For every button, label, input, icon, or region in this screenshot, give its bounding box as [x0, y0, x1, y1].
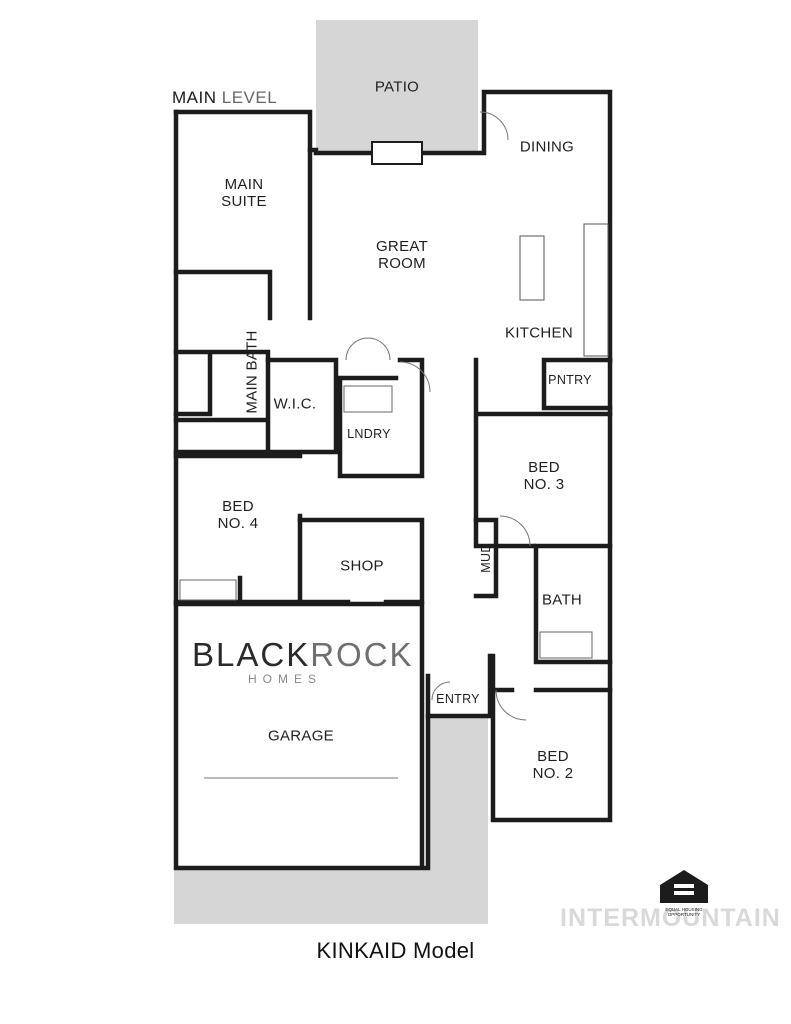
room-label-bed3: BED NO. 3	[523, 458, 565, 493]
door-swing-great	[345, 337, 391, 361]
door-swing-kitchen	[479, 111, 509, 141]
room-label-wic: W.I.C.	[273, 395, 317, 413]
laundry-appliance	[343, 385, 393, 413]
wall-pantry	[541, 357, 613, 411]
room-label-garage: GARAGE	[268, 727, 334, 745]
room-label-entry: ENTRY	[436, 691, 480, 706]
room-label-pantry: PNTRY	[548, 372, 592, 387]
wall-main-suite	[173, 147, 313, 321]
room-label-main-bath: MAIN BATH	[243, 330, 261, 414]
kitchen-island	[519, 235, 545, 301]
door-swing-bed2	[495, 689, 527, 721]
room-label-shop: SHOP	[340, 557, 384, 575]
level-label: MAIN LEVEL	[172, 88, 277, 108]
room-label-main-suite: MAIN SUITE	[221, 175, 267, 210]
driveway-slab	[174, 868, 444, 924]
equal-housing-icon	[660, 870, 708, 903]
watermark: INTERMOUNTAIN	[560, 904, 781, 932]
room-label-mud: MUD	[478, 543, 493, 573]
walkway-slab	[426, 716, 488, 924]
brand-name-dark: BLACK	[192, 636, 311, 673]
wall-entry	[425, 653, 493, 719]
room-label-dining: DINING	[519, 138, 575, 156]
wall-bath	[533, 543, 613, 665]
room-label-kitchen: KITCHEN	[505, 324, 573, 342]
wall-wic	[265, 357, 339, 455]
room-label-bed4: BED NO. 4	[217, 497, 259, 532]
bed4-tub	[179, 579, 237, 601]
wall-bed3	[473, 357, 613, 549]
room-label-bed2: BED NO. 2	[532, 747, 574, 782]
exterior-wall-left	[173, 109, 431, 871]
exterior-wall	[173, 89, 613, 363]
bath-tub	[539, 631, 593, 659]
patio-slab	[316, 20, 478, 153]
brand-logo: BLACKROCK	[192, 636, 412, 673]
wall-laundry	[337, 357, 425, 479]
kitchen-counter	[583, 223, 609, 357]
room-label-patio: PATIO	[374, 78, 420, 96]
fireplace	[371, 141, 423, 165]
room-label-laundry: LNDRY	[347, 426, 391, 441]
equal-housing-text: EQUAL HOUSING OPPORTUNITY	[665, 907, 703, 917]
model-title: KINKAID Model	[316, 938, 475, 963]
level-label-light: LEVEL	[221, 88, 278, 107]
door-swing-laundry	[399, 361, 431, 393]
wall-garage	[173, 601, 425, 867]
door-swing-entry	[431, 681, 451, 701]
exterior-wall-right	[490, 357, 613, 823]
level-label-main: MAIN	[172, 88, 217, 107]
door-swing-bed3	[499, 515, 531, 547]
wall-mud	[473, 517, 499, 599]
brand-name-light: ROCK	[310, 636, 414, 673]
room-label-bath: BATH	[541, 591, 583, 609]
room-label-great-room: GREAT ROOM	[375, 237, 429, 272]
brand-subtitle: HOMES	[248, 672, 323, 686]
wall-main-bath	[173, 349, 271, 455]
